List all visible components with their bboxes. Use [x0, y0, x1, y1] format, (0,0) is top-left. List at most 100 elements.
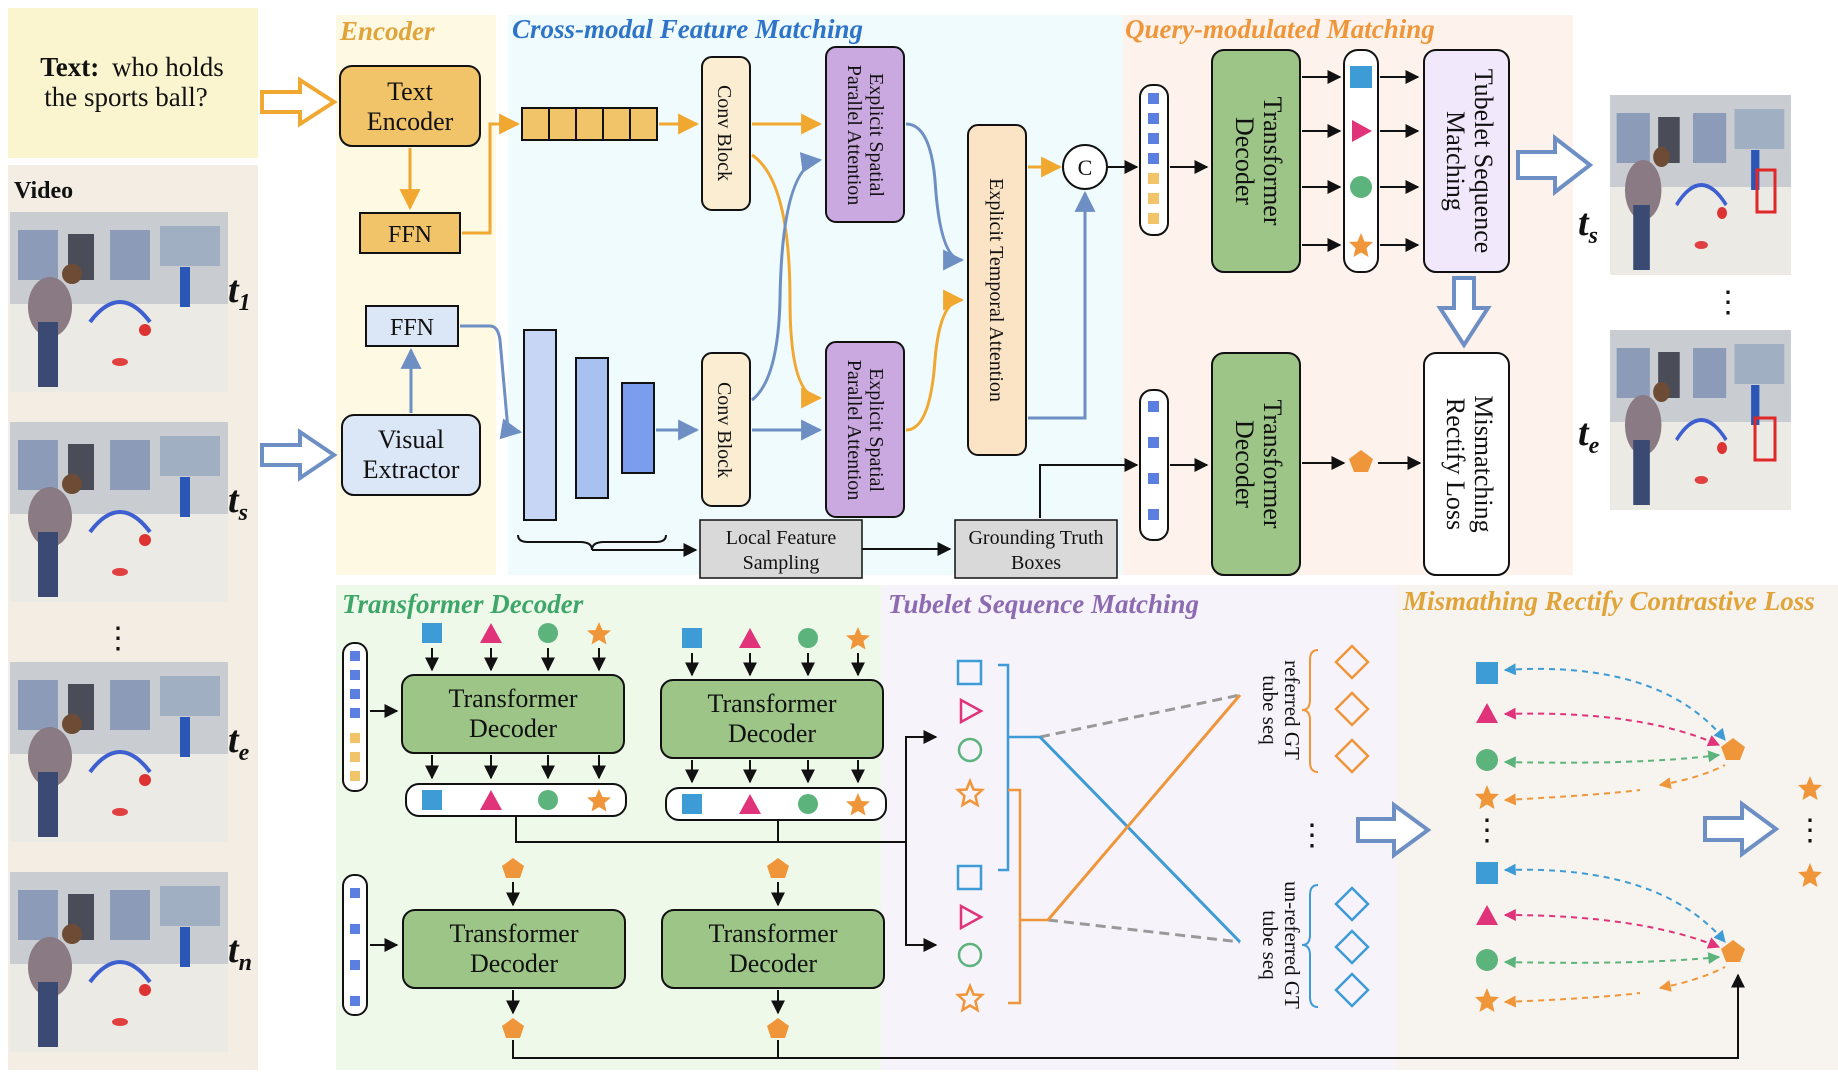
referred-brace — [1301, 649, 1319, 773]
conv-block-top — [701, 56, 751, 211]
tsm-label-1: Tubelet Sequence — [1469, 69, 1498, 254]
query-shape-column — [1343, 49, 1379, 273]
encoder-title: Encoder — [339, 16, 435, 46]
text-ffn-label: FFN — [388, 222, 432, 248]
td-query-tokens-2 — [350, 888, 360, 1006]
espa-bottom-label-1: Explicit Spatial — [865, 368, 887, 492]
td-to-tubelet-bottom-arrow — [905, 842, 938, 952]
query-star — [1349, 233, 1373, 257]
unreferred-label-2: tube seq — [1258, 910, 1282, 980]
espa-block-top — [825, 46, 905, 223]
output-box-s — [1755, 168, 1777, 214]
frame-label-e-sub: e — [239, 740, 250, 766]
visual-extractor-label-2: Extractor — [363, 455, 460, 484]
tubelet-to-loss-arrow — [1356, 801, 1432, 859]
loss-group-top — [1475, 662, 1745, 809]
query-decoder-bottom-label-2: Decoder — [1230, 420, 1259, 508]
espa-block-bottom — [825, 341, 905, 518]
td-output-shapes-2 — [682, 793, 870, 816]
text-ffn-to-tokens-arrow — [462, 113, 521, 235]
query-tokens-bottom — [1148, 401, 1159, 520]
tsm-label-2: Matching — [1441, 111, 1470, 211]
video-input-arrow — [260, 428, 338, 482]
td-pentagon-in-2 — [767, 858, 789, 878]
td-decoder-2 — [660, 679, 884, 759]
grounding-truth-box — [954, 519, 1118, 579]
conv-top-to-espa-bottom — [751, 153, 823, 409]
td-query-column-2 — [342, 874, 368, 1016]
td-decoder-4-label-2: Decoder — [729, 949, 817, 978]
lfs-label-1: Local Feature — [726, 527, 837, 549]
td-decoder-1-label-1: Transformer — [448, 684, 577, 713]
referred-label-2: tube seq — [1258, 675, 1282, 745]
loss-group-bottom — [1475, 862, 1745, 1012]
referred-label-1: referred GT — [1280, 660, 1304, 760]
output-label-e-sub: e — [1589, 433, 1600, 459]
output-ellipsis: ⋮ — [1713, 286, 1743, 319]
transformer-decoder-title: Transformer Decoder — [342, 589, 584, 619]
lfs-label-2: Sampling — [743, 552, 820, 574]
td-decoder-3-label-1: Transformer — [449, 919, 578, 948]
query-decoder-top-label-1: Transformer — [1258, 96, 1287, 225]
query-token-column-bottom — [1139, 389, 1169, 541]
referred-gt-diamonds — [1334, 644, 1370, 774]
video-frame-1 — [8, 210, 230, 394]
loss-output-star-1 — [1798, 776, 1822, 800]
video-frame-s — [8, 420, 230, 604]
text-token-sequence — [521, 107, 658, 141]
text-query: Text: who holds — [40, 52, 224, 82]
query-triangle — [1352, 120, 1372, 142]
query-tokens-top — [1148, 93, 1159, 224]
frame-label-n-sub: n — [239, 950, 252, 976]
td-output-row-2 — [665, 787, 887, 821]
loss-output-ellipsis: ⋮ — [1795, 814, 1825, 847]
mismatch-loss-title: Mismathing Rectify Contrastive Loss — [1402, 586, 1815, 616]
visual-feature-small — [621, 382, 655, 474]
td-decoder-4-label-1: Transformer — [708, 919, 837, 948]
query-decoder-top — [1211, 49, 1301, 273]
tsm-to-output-arrow — [1516, 133, 1594, 197]
query-square — [1350, 66, 1372, 88]
tubelet-ellipsis: ⋮ — [1297, 819, 1327, 852]
loss-output-arrow — [1703, 800, 1780, 858]
mrl-label-1: Mismatching — [1469, 395, 1498, 532]
espa-top-to-eta — [905, 122, 965, 271]
text-encoder-label-1: Text — [387, 77, 434, 106]
query-circle — [1350, 176, 1372, 198]
td-output-arrows — [425, 755, 865, 784]
gtb-label-2: Boxes — [1011, 552, 1061, 574]
output-label-s: ts — [1578, 202, 1598, 249]
conv-block-bottom-label: Conv Block — [713, 382, 735, 478]
visual-ffn-label: FFN — [390, 315, 434, 341]
query-pentagon — [1349, 450, 1373, 472]
match-line-blue — [1038, 735, 1242, 944]
concat-label: C — [1078, 155, 1093, 180]
concat-node — [1062, 144, 1108, 190]
visual-feature-medium — [575, 357, 609, 499]
visual-extractor-block — [341, 414, 481, 496]
output-frame-s — [1608, 93, 1793, 277]
match-line-dashed-bottom — [1047, 918, 1241, 944]
video-ellipsis: ⋮ — [103, 622, 133, 655]
td-output-shapes-1 — [422, 789, 611, 812]
loss-output-star-2 — [1798, 863, 1822, 887]
visual-extractor-label-1: Visual — [378, 425, 444, 454]
eta-to-concat-blue — [1028, 190, 1096, 420]
unreferred-gt-diamonds — [1334, 886, 1370, 1008]
text-input-arrow — [260, 76, 338, 128]
text-encoder-label-2: Encoder — [367, 107, 454, 136]
transformer-decoder-panel — [336, 585, 881, 1070]
eta-label: Explicit Temporal Attention — [985, 178, 1007, 402]
tubelet-matching-title: Tubelet Sequence Matching — [888, 589, 1199, 619]
espa-bottom-label-2: Parallel Attention — [843, 360, 865, 501]
query-decoder-top-label-2: Decoder — [1230, 117, 1259, 205]
visual-feature-large — [523, 329, 557, 521]
td-decoder-2-label-2: Decoder — [728, 719, 816, 748]
eta-block — [967, 124, 1027, 456]
td-decoder-1 — [401, 674, 625, 754]
visual-ffn-block — [365, 305, 459, 347]
text-query-line2: the sports ball? — [44, 82, 207, 112]
tubelet-bracket-blue — [998, 663, 1040, 872]
td-input-shapes-2 — [682, 627, 870, 677]
